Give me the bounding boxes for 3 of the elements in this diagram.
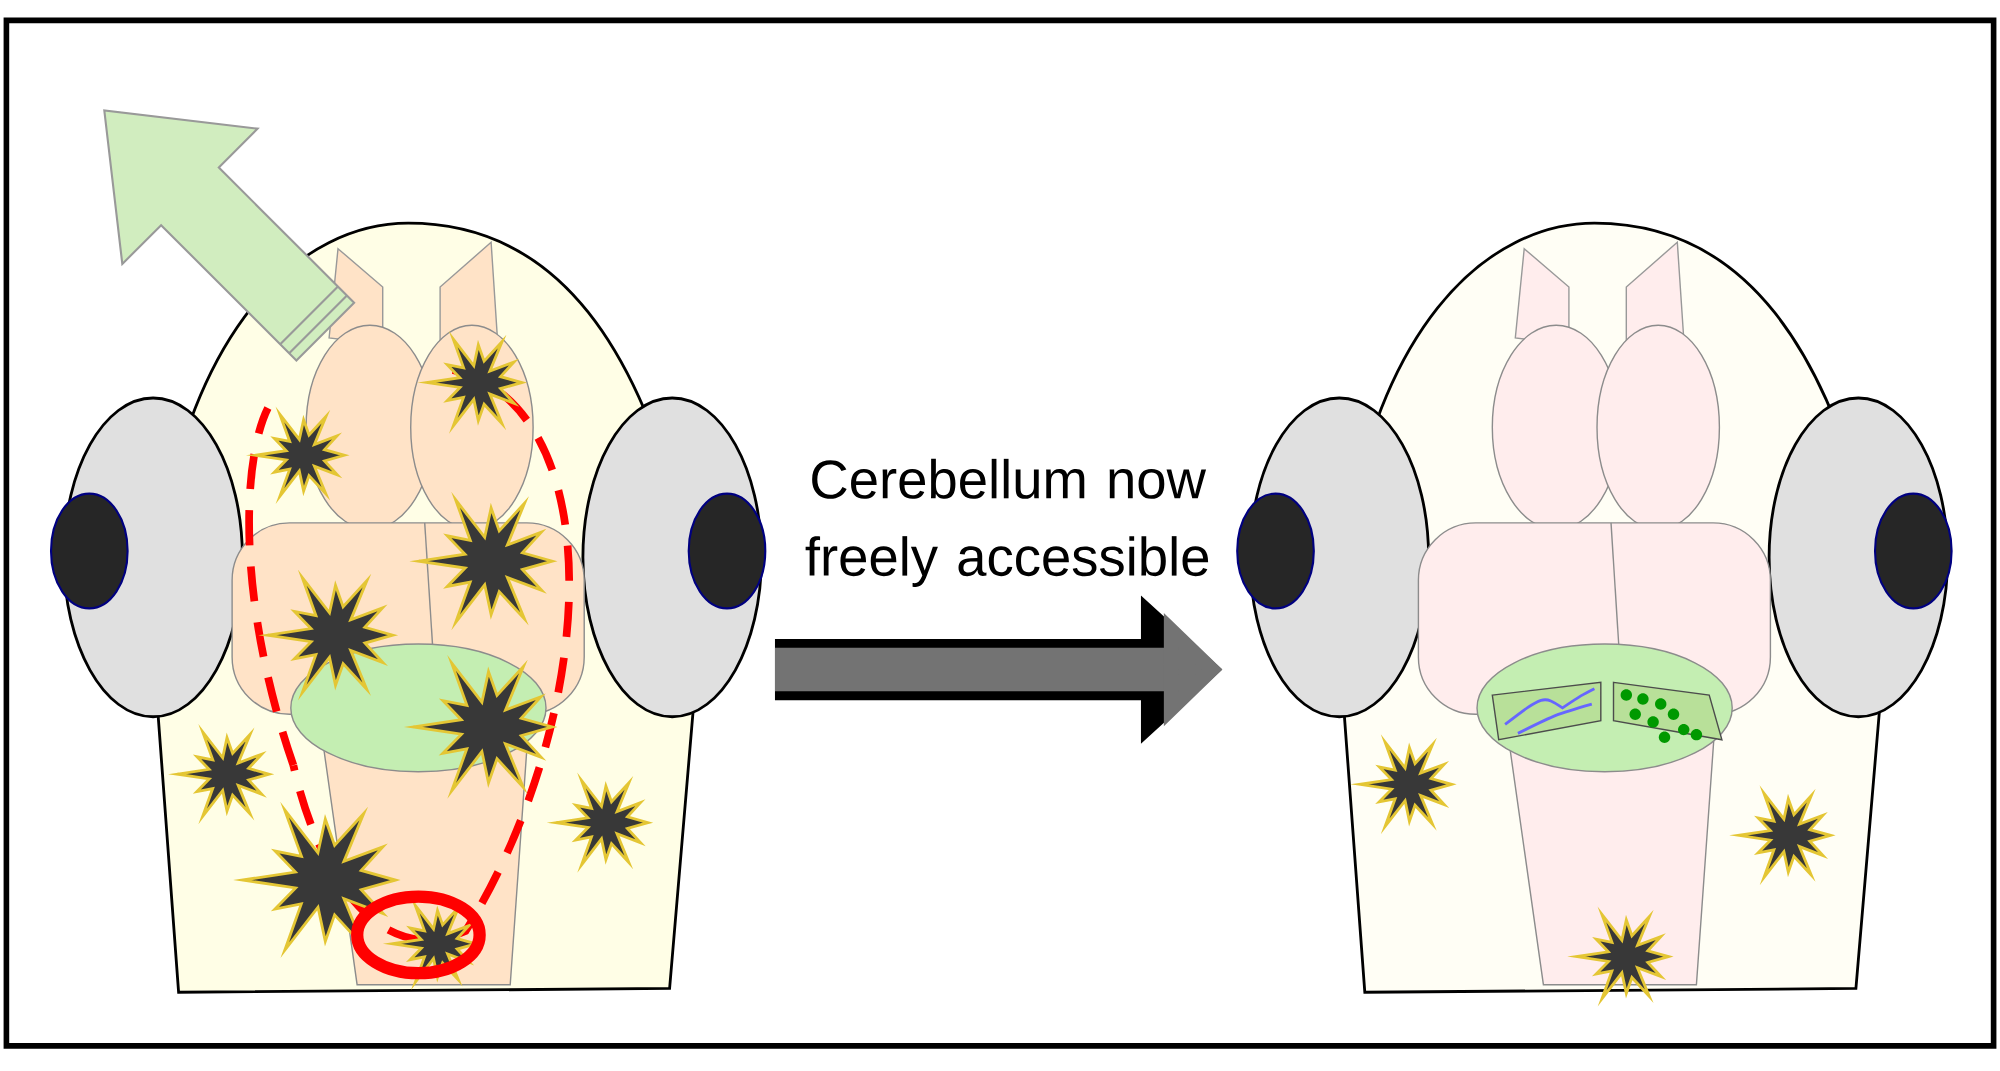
edge-label: Cerebellum now freely accessible <box>805 458 1209 587</box>
head-drawing <box>1236 221 1953 1007</box>
head-drawing <box>49 109 767 994</box>
